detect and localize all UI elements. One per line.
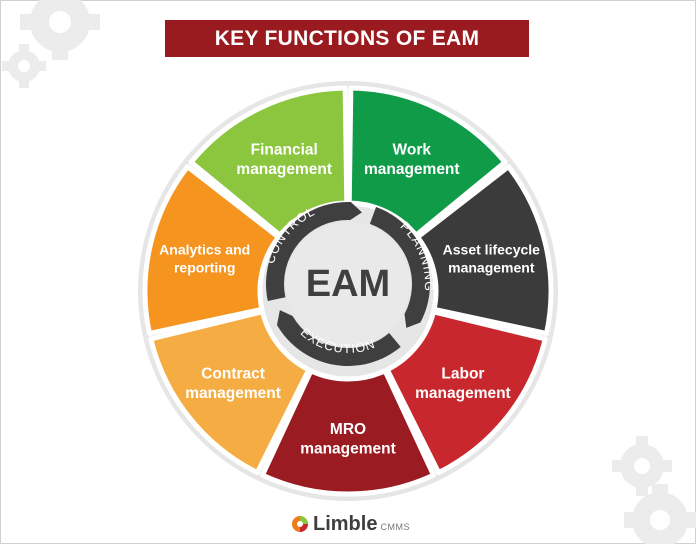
segment-label: MRO management [300,421,396,458]
segment-label-line: Analytics and [159,241,250,257]
segment-label-line: management [300,441,396,458]
page-title: KEY FUNCTIONS OF EAM [165,20,529,57]
gear-icon [624,484,696,544]
segment-label-line: Contract [201,366,265,383]
segment-label-line: management [364,161,460,178]
center-label: EAM [306,263,390,305]
gear-icon [292,516,308,532]
segment-label: Analytics and reporting [159,241,250,275]
segment-label-line: management [185,385,281,402]
segment-label-line: reporting [174,259,235,275]
segment-labor [384,309,548,476]
segment-work [346,85,508,238]
logo-name: Limble [313,512,378,535]
segment-label: Financial management [236,142,332,179]
segment-label-line: MRO [330,421,366,438]
segment-label: Contract management [185,366,281,403]
segment-asset-lifecycle [415,164,554,336]
cycle-arrow [369,206,431,328]
segment-label-line: management [236,161,332,178]
segment-label-line: Asset lifecycle [443,241,540,257]
gear-icon [612,436,672,496]
segment-mro [259,368,437,497]
segment-analytics-and [142,164,281,336]
limble-logo: Limble CMMS [290,512,410,536]
segment-financial [188,85,350,238]
logo-suffix: CMMS [380,522,410,532]
cycle-arrow [276,310,401,366]
center-circle [286,222,410,346]
cycle-arrow [266,202,362,302]
segment-label: Work management [364,142,460,179]
segment-label-line: Labor [441,366,484,383]
segment-label-line: Financial [251,142,318,159]
segment-label-line: management [415,385,511,402]
gear-icon [20,0,100,60]
segment-label: Labor management [415,366,511,403]
segment-label-line: Work [393,142,432,159]
segment-label: Asset lifecycle management [443,241,540,275]
segment-contract [148,309,312,476]
segment-label-line: management [448,259,535,275]
gear-icon [2,44,46,88]
